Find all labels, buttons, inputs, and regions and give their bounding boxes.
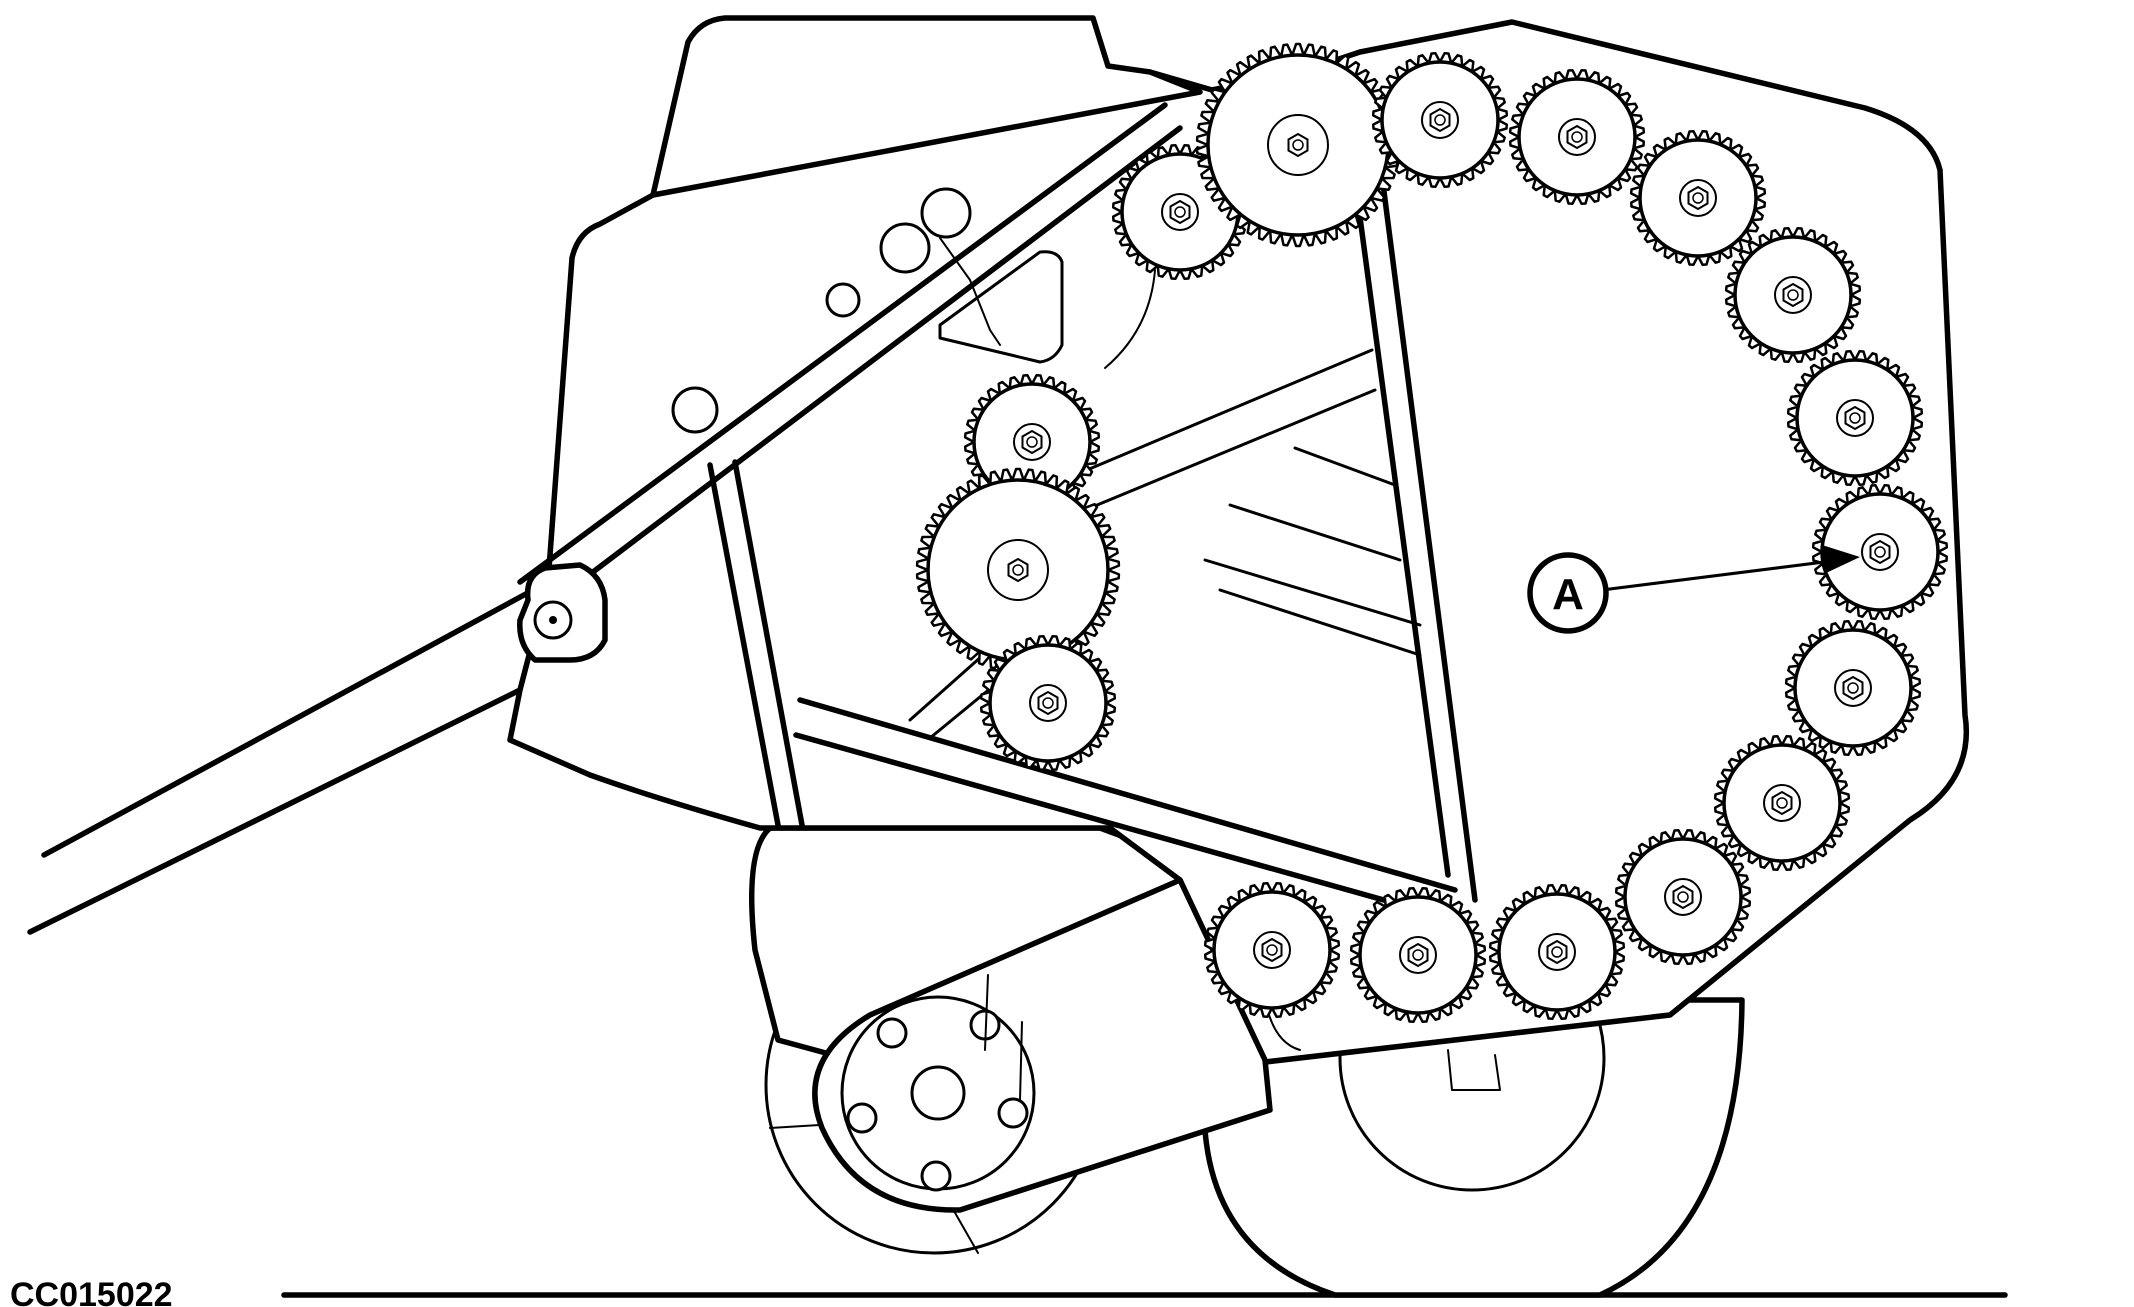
sprocket-nut	[1566, 124, 1588, 150]
sprocket-bolt	[1174, 206, 1186, 218]
sprocket-nut	[1169, 199, 1191, 225]
sprocket-bolt	[1847, 682, 1859, 694]
sprocket	[1786, 349, 1924, 487]
sprocket	[1195, 42, 1401, 248]
sprocket-bolt	[1266, 944, 1278, 956]
sprocket	[1629, 129, 1767, 267]
callout-arrowhead	[1822, 545, 1860, 573]
sprocket-nut	[1037, 690, 1059, 716]
sprocket-nut	[1869, 539, 1891, 565]
sprocket	[1488, 883, 1626, 1021]
sprocket-bolt	[1692, 192, 1704, 204]
wheel-hub	[840, 974, 1036, 1192]
sprocket-nut	[1021, 429, 1043, 455]
sprocket-nut	[1782, 282, 1804, 308]
figure-code: CC015022	[10, 1276, 173, 1307]
sprocket	[915, 467, 1121, 673]
sprocket-bolt	[1292, 139, 1304, 151]
sprocket	[979, 634, 1117, 772]
main-body-panel	[507, 19, 1969, 1065]
sprocket	[1508, 68, 1646, 206]
sprocket-nut	[1261, 937, 1283, 963]
sprocket-nut	[1429, 107, 1451, 133]
sprocket-chain	[915, 42, 1949, 1024]
sprocket-bolt	[1787, 289, 1799, 301]
sprocket	[1614, 828, 1752, 966]
callout-a: A	[1527, 545, 1860, 634]
sprocket-nut	[1687, 185, 1709, 211]
sprocket-nut	[1672, 884, 1694, 910]
sprocket	[1203, 881, 1341, 1019]
sprocket-bolt	[1571, 131, 1583, 143]
top-housing	[650, 15, 1203, 198]
sprocket-nut	[1007, 557, 1029, 583]
sprocket	[1349, 886, 1487, 1024]
sprocket	[1724, 226, 1862, 364]
sprocket-bolt	[1677, 891, 1689, 903]
sprocket	[1371, 51, 1509, 189]
sprocket-bolt	[1012, 564, 1024, 576]
callout-leader-line	[1600, 558, 1842, 592]
sprocket	[1784, 619, 1922, 757]
callout-label: A	[1552, 570, 1584, 619]
sprocket	[1713, 734, 1851, 872]
tongue-pivot	[517, 562, 608, 663]
sprocket-nut	[1844, 405, 1866, 431]
sprocket-nut	[1407, 942, 1429, 968]
sprocket-nut	[1771, 790, 1793, 816]
sprocket-bolt	[1434, 114, 1446, 126]
callout-circle	[1527, 552, 1609, 634]
sprocket-bolt	[1849, 412, 1861, 424]
frame-rails	[517, 102, 1478, 923]
sprocket-bolt	[1042, 697, 1054, 709]
sprocket-bolt	[1551, 946, 1563, 958]
sprocket-bolt	[1412, 949, 1424, 961]
sprocket-bolt	[1776, 797, 1788, 809]
panel-features	[671, 187, 1501, 1091]
sprocket	[1811, 483, 1949, 621]
sprocket-nut	[1287, 132, 1309, 158]
tongue	[27, 579, 551, 935]
sprocket-bolt	[1026, 436, 1038, 448]
sprocket-bolt	[1874, 546, 1886, 558]
sprocket-nut	[1842, 675, 1864, 701]
sprocket-nut	[1546, 939, 1568, 965]
